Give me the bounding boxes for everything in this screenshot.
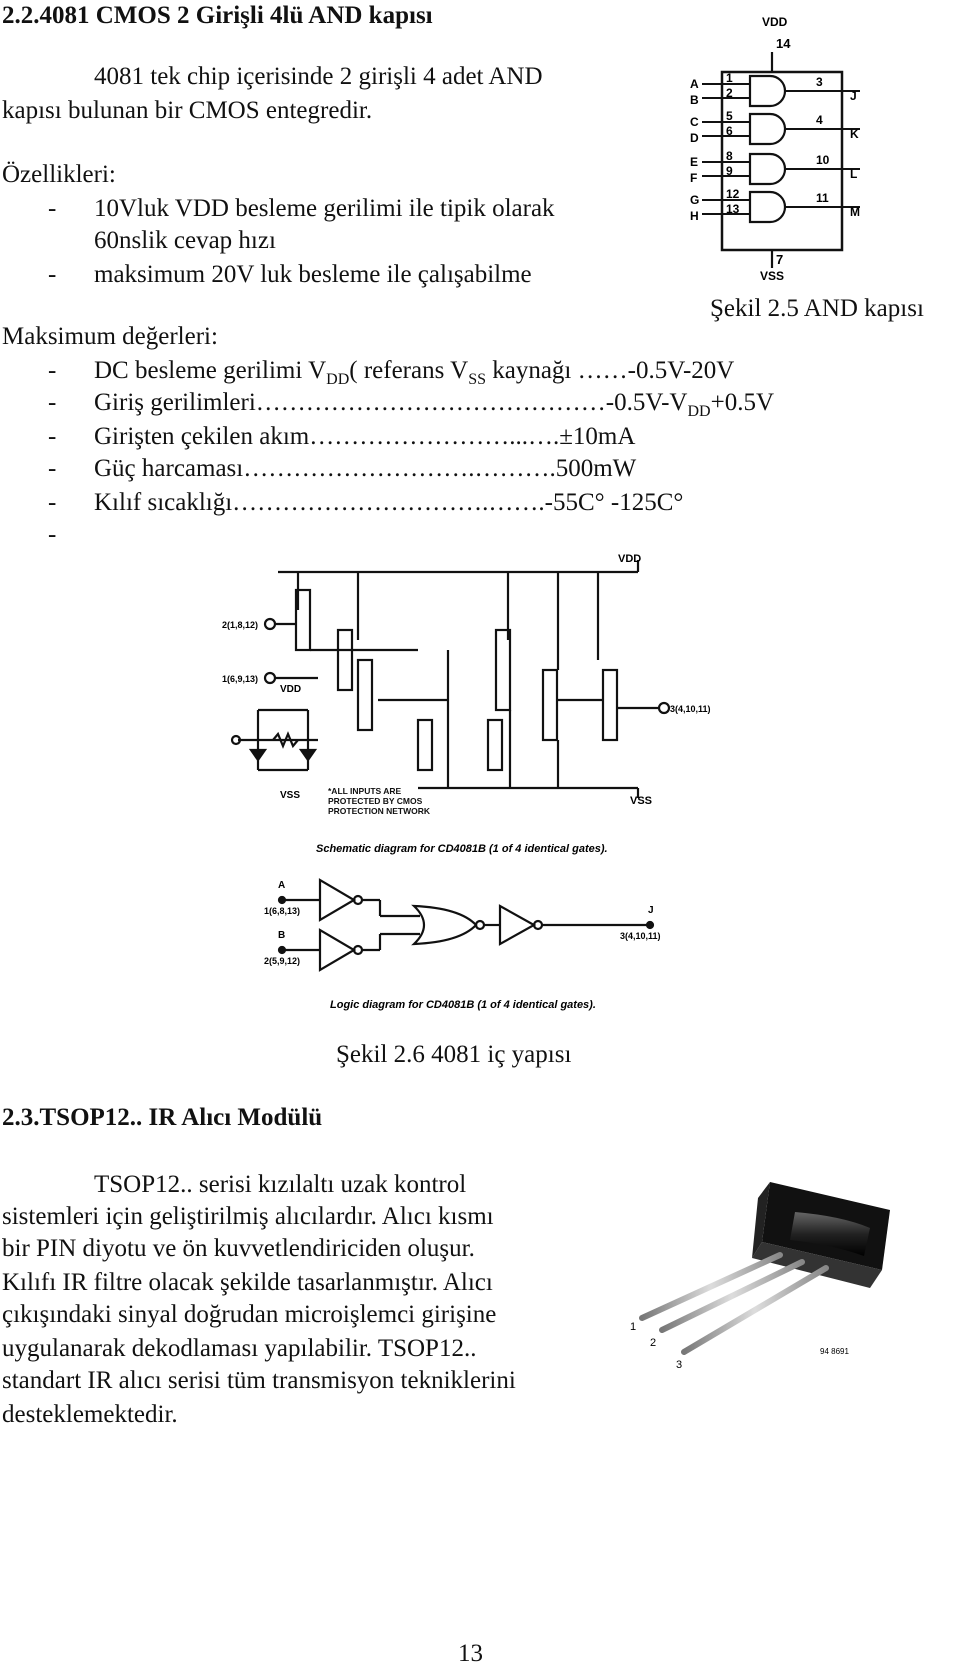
max-text: Güç harcaması……………………….……….500mW [94,455,637,482]
feature-text: 10Vluk VDD besleme gerilimi ile tipik ol… [94,195,555,222]
paragraph-line: Kılıfı IR filtre olacak şekilde tasarlan… [2,1269,493,1296]
max-text: Kılıf sıcaklığı………………………….…….-55C° -125C… [94,489,684,516]
pin-number: 11 [816,191,829,205]
schematic-output-label: 3(4,10,11) [670,704,711,714]
logic-a-label: A [278,880,285,891]
paragraph-line: desteklemektedir. [2,1401,178,1428]
pin-input-label: B [690,93,699,107]
pin-number: 9 [726,164,733,178]
subscript-dd: DD [687,403,711,420]
schematic-input-b-label: 1(6,9,13) [222,674,258,684]
pin-input-label: A [690,77,699,91]
paragraph-line: TSOP12.. serisi kızılaltı uzak kontrol [94,1171,467,1198]
pin-input-label: G [690,193,699,207]
pin-number: 10 [816,153,830,167]
logic-caption: Logic diagram for CD4081B (1 of 4 identi… [330,999,596,1011]
vss-pin: 7 [776,252,783,267]
max-text: kaynağı ……-0.5V-20V [485,357,735,384]
pin-number: 4 [816,113,823,127]
vdd-pin: 14 [776,36,791,51]
pin-input-label: D [690,131,699,145]
paragraph-line: uygulanarak dekodlaması yapılabilir. TSO… [2,1335,477,1362]
schematic-vdd-label: VDD [618,553,641,565]
figure-2-5-caption: Şekil 2.5 AND kapısı [710,295,924,322]
pin-number: 13 [726,202,740,216]
pin-number: 1 [726,71,733,85]
vdd-label: VDD [762,15,788,29]
paragraph-line: çıkışındaki sinyal doğrudan microişlemci… [2,1301,497,1328]
vss-label: VSS [760,269,784,283]
and-gate-symbol [748,152,787,186]
and-gate-symbol [748,190,787,224]
intro-line-2: kapısı bulunan bir CMOS entegredir. [2,97,373,124]
and-gate-pinout-diagram: VDD 14 7 VSS AB123JCD564KEF8910LGH121311… [690,15,860,283]
pin-input-label: F [690,171,697,185]
feature-continuation: 60nslik cevap hızı [94,227,276,254]
max-text: Girişten çekilen akım……………………...….±10mA [94,423,636,450]
logic-a-pins: 1(6,8,13) [264,906,300,916]
cmos-schematic-diagram: VDD VSS VDD VSS 2(1,8,12) 1(6,9,13) 3(4,… [222,553,711,855]
pin-input-label: E [690,155,698,169]
feature-text: maksimum 20V luk besleme ile çalışabilme [94,261,532,288]
schematic-local-vdd: VDD [280,684,301,695]
pin-number: 3 [816,75,823,89]
pin-input-label: H [690,209,699,223]
pin-output-label: J [850,89,857,103]
max-text: ( referans V [349,357,469,384]
subscript-ss: SS [468,371,486,388]
schematic-vss-label: VSS [630,795,652,807]
max-values-title: Maksimum değerleri: [2,323,218,350]
paragraph-line: bir PIN diyotu ve ön kuvvetlendiriciden … [2,1235,475,1262]
features-title: Özellikleri: [2,161,116,188]
pin-output-label: M [850,205,860,219]
section-heading-4081: 2.2.4081 CMOS 2 Girişli 4lü AND kapısı [2,2,433,29]
schematic-local-vss: VSS [280,790,300,801]
tsop-pin-1: 1 [630,1321,636,1333]
intro-line-1: 4081 tek chip içerisinde 2 girişli 4 ade… [94,63,543,90]
section-heading-tsop: 2.3.TSOP12.. IR Alıcı Modülü [2,1104,323,1131]
max-text: +0.5V [710,389,774,416]
max-text: DC besleme gerilimi V [94,357,327,384]
pin-number: 2 [726,86,733,100]
pin-input-label: C [690,115,699,129]
paragraph-line: sistemleri için geliştirilmiş alıcılardı… [2,1203,494,1230]
logic-j-label: J [648,905,654,916]
tsop-pin-3: 3 [676,1359,682,1371]
schematic-protection-note: *ALL INPUTS ARE PROTECTED BY CMOS PROTEC… [328,786,430,816]
logic-diagram: A 1(6,8,13) B 2(5,9,12) J 3(4,10,11) Log… [264,878,661,1011]
logic-b-pins: 2(5,9,12) [264,956,300,966]
schematic-input-a-label: 2(1,8,12) [222,620,258,630]
and-gate-symbol [748,112,787,146]
schematic-caption: Schematic diagram for CD4081B (1 of 4 id… [316,843,608,855]
and-gate-symbol [748,74,787,108]
tsop-pin-2: 2 [650,1337,656,1349]
pin-number: 6 [726,124,733,138]
subscript-dd: DD [326,371,350,388]
pin-output-label: K [850,127,859,141]
pin-number: 8 [726,149,733,163]
tsop-code: 94 8691 [820,1347,849,1356]
max-text: Giriş gerilimleri……………………………………-0.5V-V [94,389,688,416]
pin-number: 12 [726,187,740,201]
logic-b-label: B [278,930,285,941]
pin-output-label: L [850,167,857,181]
tsop-module-image: 1 2 3 94 8691 [630,1182,890,1371]
pin-number: 5 [726,109,733,123]
paragraph-line: standart IR alıcı serisi tüm transmisyon… [2,1367,516,1394]
logic-j-pins: 3(4,10,11) [620,931,661,941]
figure-2-6-caption: Şekil 2.6 4081 iç yapısı [336,1041,572,1068]
page-number: 13 [458,1640,483,1667]
